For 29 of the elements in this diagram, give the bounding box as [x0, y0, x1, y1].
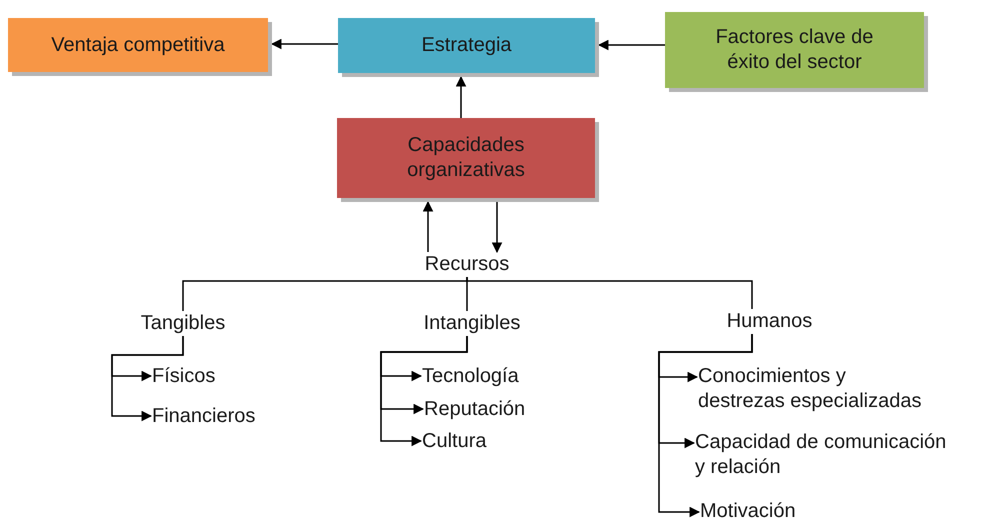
node-label: Físicos — [152, 364, 252, 389]
node-label: Capacidad de comunicación y relación — [695, 430, 957, 480]
arrow — [422, 200, 434, 252]
node-label: Motivación — [700, 499, 820, 524]
node-label: Tecnología — [422, 364, 547, 389]
box-label: Factores clave de éxito del sector — [714, 25, 874, 75]
arrow — [598, 40, 665, 50]
arrow — [270, 38, 338, 50]
node-label: Financieros — [152, 404, 282, 429]
node-label: Cultura — [422, 429, 512, 454]
node-label: Tangibles — [133, 311, 233, 336]
box-label: Estrategia — [421, 33, 512, 58]
connector-line — [466, 277, 753, 309]
arrow — [658, 334, 753, 518]
process-box — [338, 18, 595, 73]
node-label: Intangibles — [412, 311, 532, 336]
process-box — [337, 118, 595, 198]
node-label: Humanos — [717, 309, 822, 334]
arrow — [456, 76, 466, 118]
process-box — [665, 12, 924, 88]
box-label: Ventaja competitiva — [51, 32, 225, 58]
box-label: Capacidades organizativas — [406, 133, 526, 183]
arrow — [380, 336, 468, 446]
arrow — [492, 202, 502, 254]
node-label: Recursos — [417, 252, 517, 277]
node-label: Reputación — [424, 397, 549, 422]
arrow — [111, 336, 184, 422]
process-box — [8, 18, 268, 72]
node-label: Conocimientos y destrezas especializadas — [698, 364, 934, 414]
